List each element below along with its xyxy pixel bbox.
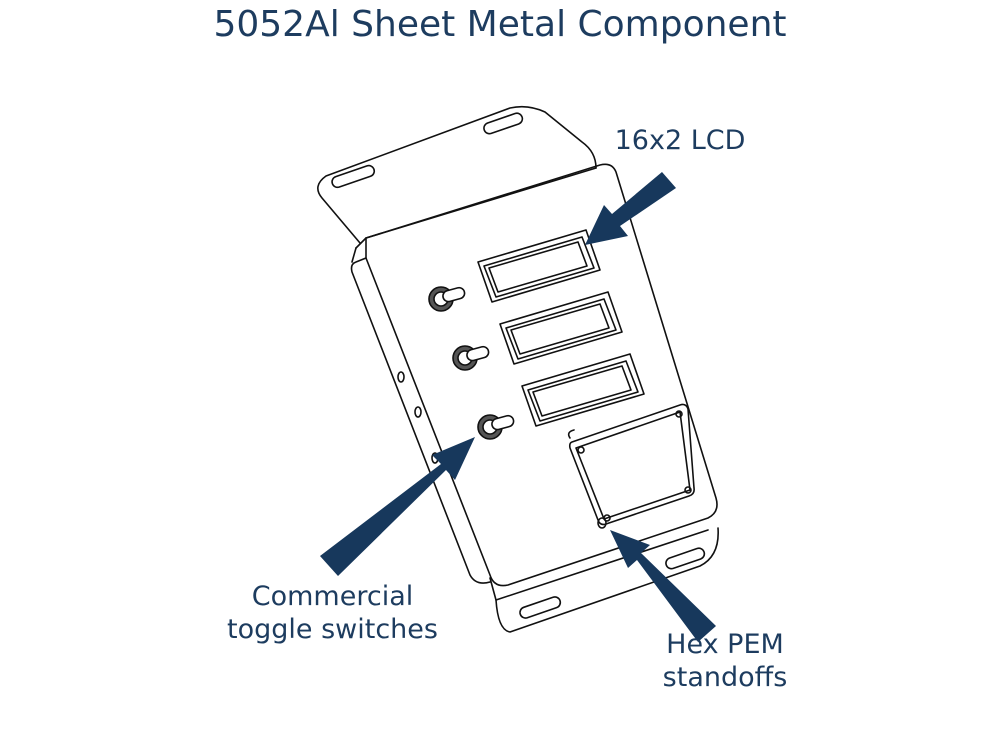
toggle-switch-3 xyxy=(477,414,515,440)
callout-pem-line2: standoffs xyxy=(662,662,788,693)
top-right-slot xyxy=(483,112,524,135)
lcd-display-2 xyxy=(499,291,623,365)
callout-toggle-line2: toggle switches xyxy=(227,614,438,645)
toggle-switch-2 xyxy=(452,345,490,371)
pem-cover-plate xyxy=(567,403,695,529)
toggle-switch-1 xyxy=(428,286,466,312)
bottom-left-slot xyxy=(519,596,562,619)
callout-lcd-label: 16x2 LCD xyxy=(610,124,750,157)
arrow-lcd xyxy=(585,172,676,245)
bottom-flange xyxy=(489,527,719,633)
callout-toggle-label: Commercial toggle switches xyxy=(205,580,460,646)
callout-toggle-line1: Commercial xyxy=(251,581,414,612)
bottom-right-slot xyxy=(665,547,706,570)
top-left-slot xyxy=(331,164,376,189)
lcd-display-3 xyxy=(521,353,645,427)
callout-lcd-text: 16x2 LCD xyxy=(614,125,746,156)
diagram-title: 5052Al Sheet Metal Component xyxy=(213,4,787,45)
callout-pem-label: Hex PEM standoffs xyxy=(635,628,815,694)
arrow-pem xyxy=(610,530,716,642)
main-face xyxy=(350,163,718,587)
lcd-display-1 xyxy=(477,229,601,303)
top-flange xyxy=(317,105,597,249)
callout-pem-line1: Hex PEM xyxy=(666,629,784,660)
arrow-toggle xyxy=(320,437,475,576)
side-holes xyxy=(397,371,439,464)
